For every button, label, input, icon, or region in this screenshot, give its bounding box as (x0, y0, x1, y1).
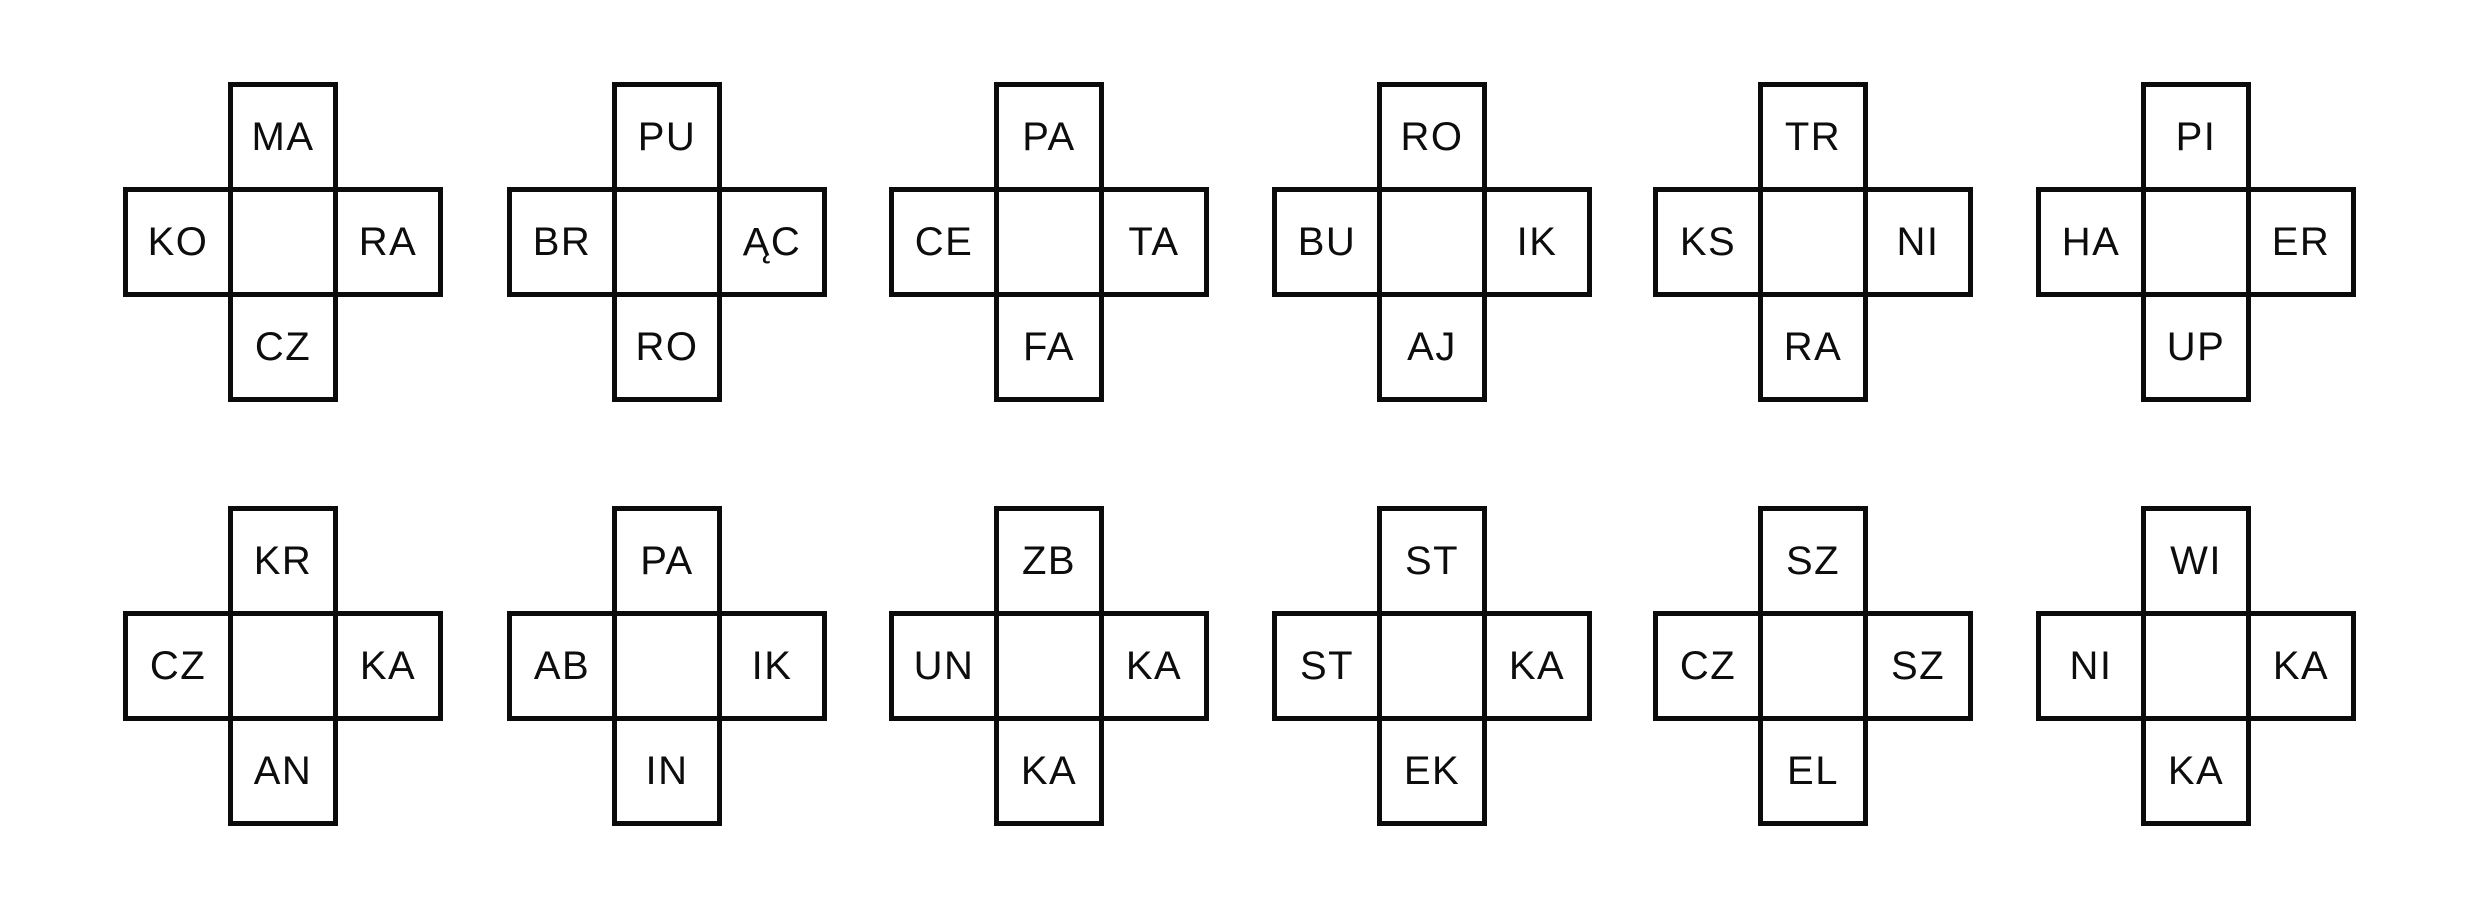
answer-cell[interactable] (1758, 187, 1868, 297)
syllable-cell-bottom: KA (2141, 716, 2251, 826)
syllable-cross-4: RO BU IK AJ (1272, 82, 1592, 402)
answer-cell[interactable] (2141, 187, 2251, 297)
syllable-cell-bottom: EL (1758, 716, 1868, 826)
syllable-cell-left: CZ (1653, 611, 1763, 721)
syllable-cell-left: BR (507, 187, 617, 297)
syllable-cell-right: KA (2246, 611, 2356, 721)
answer-cell[interactable] (1377, 611, 1487, 721)
syllable-cell-right: ER (2246, 187, 2356, 297)
syllable-cell-top: PA (994, 82, 1104, 192)
syllable-cross-2: PU BR ĄC RO (507, 82, 827, 402)
syllable-cell-bottom: EK (1377, 716, 1487, 826)
syllable-cell-top: TR (1758, 82, 1868, 192)
syllable-cell-bottom: FA (994, 292, 1104, 402)
syllable-cell-right: RA (333, 187, 443, 297)
syllable-cell-top: SZ (1758, 506, 1868, 616)
syllable-cross-8: PA AB IK IN (507, 506, 827, 826)
syllable-cell-left: NI (2036, 611, 2146, 721)
syllable-cross-11: SZ CZ SZ EL (1653, 506, 1973, 826)
syllable-cell-left: CE (889, 187, 999, 297)
syllable-cell-top: ST (1377, 506, 1487, 616)
answer-cell[interactable] (994, 611, 1104, 721)
syllable-cell-left: BU (1272, 187, 1382, 297)
syllable-cell-right: IK (1482, 187, 1592, 297)
syllable-cell-bottom: IN (612, 716, 722, 826)
syllable-cell-left: KO (123, 187, 233, 297)
answer-cell[interactable] (612, 611, 722, 721)
answer-cell[interactable] (228, 187, 338, 297)
answer-cell[interactable] (2141, 611, 2251, 721)
syllable-cell-right: SZ (1863, 611, 1973, 721)
syllable-cell-left: UN (889, 611, 999, 721)
answer-cell[interactable] (1377, 187, 1487, 297)
syllable-cross-9: ZB UN KA KA (889, 506, 1209, 826)
syllable-cell-left: HA (2036, 187, 2146, 297)
answer-cell[interactable] (228, 611, 338, 721)
syllable-cell-top: ZB (994, 506, 1104, 616)
syllable-cross-6: PI HA ER UP (2036, 82, 2356, 402)
syllable-cross-10: ST ST KA EK (1272, 506, 1592, 826)
syllable-cell-top: PI (2141, 82, 2251, 192)
syllable-cell-left: CZ (123, 611, 233, 721)
syllable-cell-right: IK (717, 611, 827, 721)
syllable-cell-right: KA (333, 611, 443, 721)
answer-cell[interactable] (612, 187, 722, 297)
syllable-cross-1: MA KO RA CZ (123, 82, 443, 402)
syllable-cell-left: KS (1653, 187, 1763, 297)
answer-cell[interactable] (1758, 611, 1868, 721)
syllable-cell-top: KR (228, 506, 338, 616)
syllable-cell-top: MA (228, 82, 338, 192)
syllable-cell-bottom: KA (994, 716, 1104, 826)
syllable-cell-right: NI (1863, 187, 1973, 297)
syllable-cell-top: WI (2141, 506, 2251, 616)
syllable-cell-right: TA (1099, 187, 1209, 297)
syllable-cell-bottom: CZ (228, 292, 338, 402)
syllable-cell-left: AB (507, 611, 617, 721)
syllable-cross-5: TR KS NI RA (1653, 82, 1973, 402)
syllable-cell-bottom: AJ (1377, 292, 1487, 402)
syllable-cross-3: PA CE TA FA (889, 82, 1209, 402)
syllable-cell-right: ĄC (717, 187, 827, 297)
syllable-cell-bottom: RA (1758, 292, 1868, 402)
syllable-cross-12: WI NI KA KA (2036, 506, 2356, 826)
answer-cell[interactable] (994, 187, 1104, 297)
syllable-cell-left: ST (1272, 611, 1382, 721)
syllable-cell-bottom: UP (2141, 292, 2251, 402)
syllable-cell-top: PA (612, 506, 722, 616)
syllable-cell-right: KA (1099, 611, 1209, 721)
syllable-cell-top: RO (1377, 82, 1487, 192)
syllable-cell-top: PU (612, 82, 722, 192)
syllable-cell-right: KA (1482, 611, 1592, 721)
syllable-cell-bottom: RO (612, 292, 722, 402)
syllable-cross-7: KR CZ KA AN (123, 506, 443, 826)
syllable-cell-bottom: AN (228, 716, 338, 826)
